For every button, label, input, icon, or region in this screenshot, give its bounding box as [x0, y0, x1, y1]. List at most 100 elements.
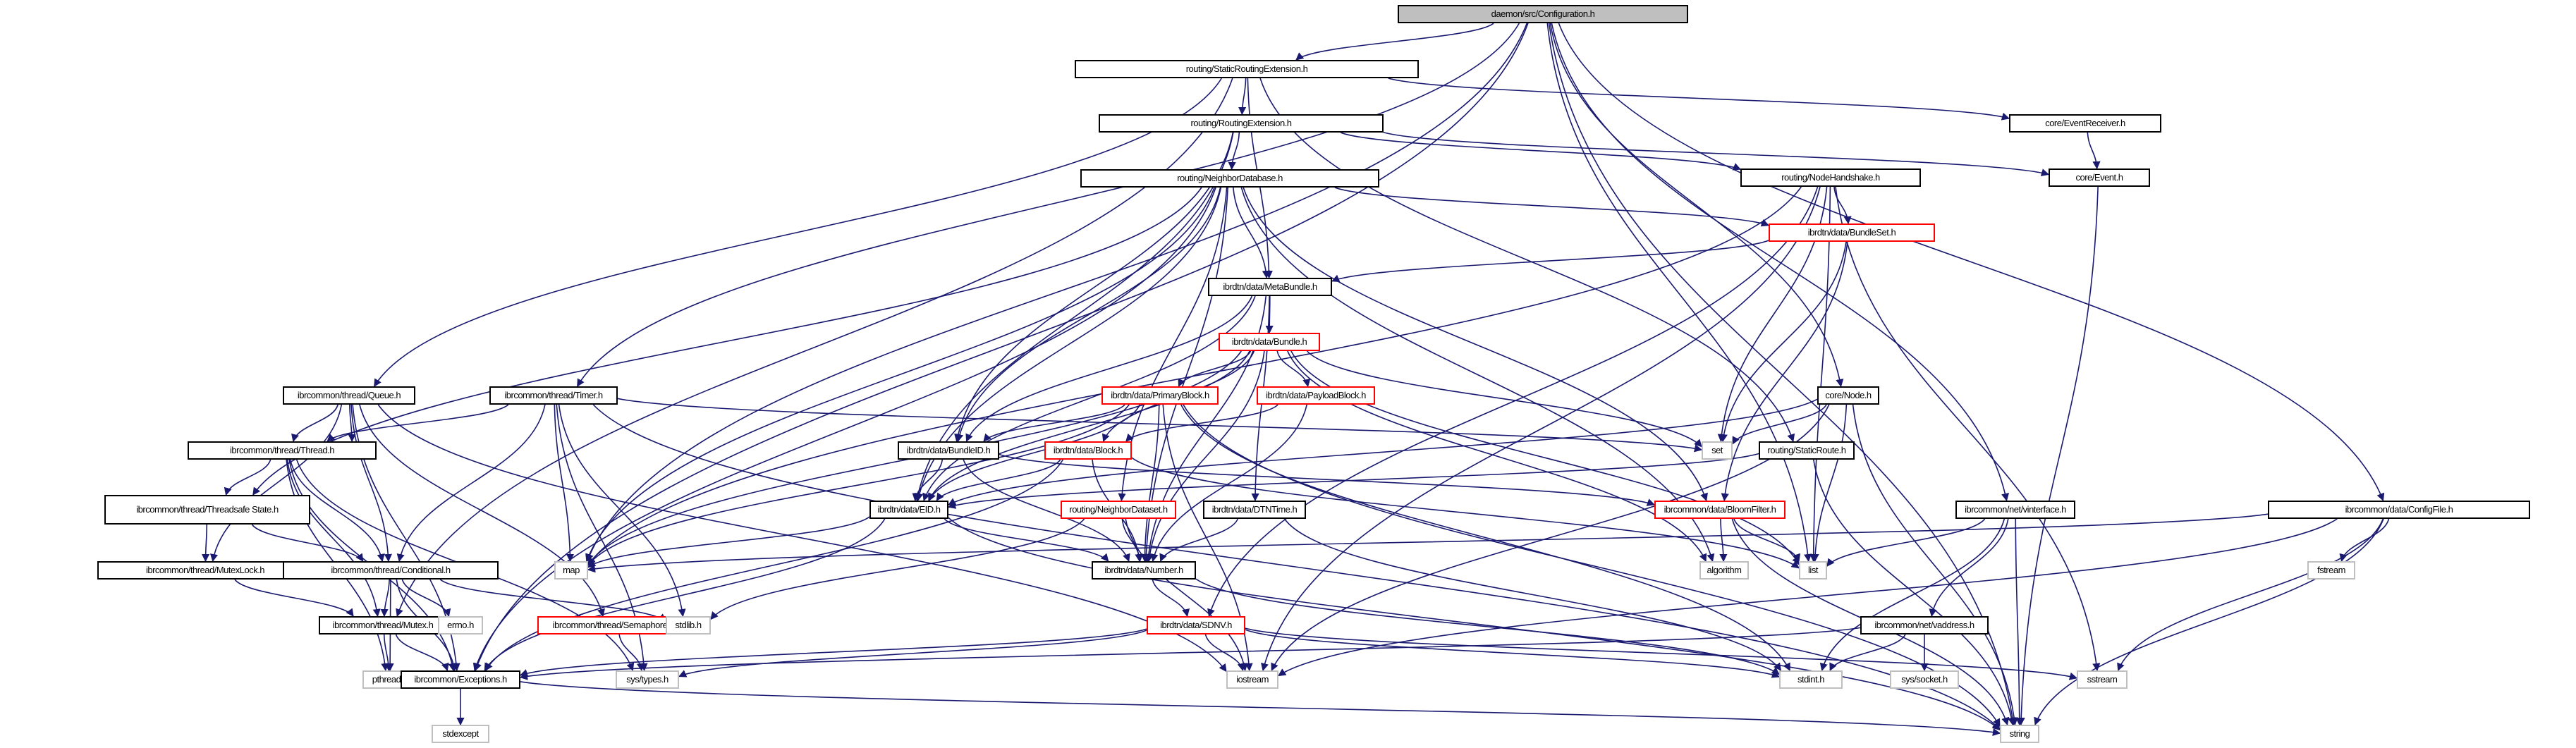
edge-eid-to-exc: [484, 518, 886, 671]
node-payload[interactable]: ibrdtn/data/PayloadBlock.h: [1257, 386, 1375, 405]
edge-re-to-nhs: [1340, 132, 1742, 171]
edge-ndb-to-algorithm: [1240, 187, 1715, 563]
node-bundleid[interactable]: ibrdtn/data/BundleID.h: [898, 441, 999, 460]
node-mutexlock[interactable]: ibrcommon/thread/MutexLock.h: [97, 561, 313, 580]
node-evrecv[interactable]: core/EventReceiver.h: [2009, 114, 2161, 133]
edge-dtntime-to-number: [1159, 518, 1239, 563]
node-nds[interactable]: routing/NeighborDataset.h: [1061, 501, 1176, 519]
node-string: string: [2000, 725, 2039, 743]
node-sstream: sstream: [2077, 670, 2128, 689]
node-set: set: [1702, 441, 1733, 460]
node-config[interactable]: daemon/src/Configuration.h: [1398, 5, 1688, 23]
edge-eid-to-map: [587, 516, 870, 568]
edge-re-to-ndb: [1228, 132, 1240, 171]
edge-ndb-to-tss: [252, 187, 1202, 496]
node-bloom[interactable]: ibrcommon/data/BloomFilter.h: [1654, 501, 1786, 519]
edge-bundleid-to-eid: [912, 459, 944, 502]
edge-queue_h-to-thread: [291, 404, 338, 443]
edge-vif-to-list: [1826, 518, 1986, 567]
edge-node-to-iostream: [1271, 404, 1830, 672]
edge-exc-to-string: [520, 681, 2001, 737]
node-systypes: sys/types.h: [616, 670, 679, 689]
node-ndb[interactable]: routing/NeighborDatabase.h: [1080, 169, 1379, 188]
node-sroute[interactable]: routing/StaticRoute.h: [1759, 441, 1855, 460]
edge-sdnv-to-sstream: [1245, 627, 2078, 680]
node-exc[interactable]: ibrcommon/Exceptions.h: [401, 670, 520, 689]
edge-ndb-to-exc: [472, 187, 1216, 672]
node-block[interactable]: ibrdtn/data/Block.h: [1044, 441, 1132, 460]
edge-bundle-to-number: [1145, 350, 1265, 563]
node-mutex[interactable]: ibrcommon/thread/Mutex.h: [319, 616, 447, 634]
node-node[interactable]: core/Node.h: [1817, 386, 1879, 405]
edge-ndb-to-map: [585, 187, 1215, 563]
edge-config-to-string: [1548, 23, 2017, 726]
node-dtntime[interactable]: ibrdtn/data/DTNTime.h: [1203, 501, 1306, 519]
edge-re-to-event: [1383, 132, 2050, 177]
node-thread[interactable]: ibrcommon/thread/Thread.h: [188, 441, 377, 460]
edge-dtntime-to-stdint: [1283, 518, 1782, 671]
edge-config-to-vif: [1551, 23, 2009, 502]
edge-config-to-timer: [577, 23, 1520, 387]
edge-bundle-to-algorithm: [1287, 350, 1707, 563]
node-queue_h[interactable]: ibrcommon/thread/Queue.h: [283, 386, 415, 405]
edge-meta-to-eid: [922, 295, 1256, 502]
node-bset[interactable]: ibrdtn/data/BundleSet.h: [1769, 223, 1935, 242]
node-vif[interactable]: ibrcommon/net/vinterface.h: [1955, 501, 2075, 519]
edge-event-to-string: [2017, 186, 2099, 726]
node-nhs[interactable]: routing/NodeHandshake.h: [1740, 168, 1921, 187]
edge-bundleid-to-bloom: [999, 453, 1656, 506]
edge-vif-to-vaddr: [1929, 518, 2009, 618]
node-number[interactable]: ibrdtn/data/Number.h: [1092, 561, 1196, 580]
edge-bset-to-meta: [1331, 240, 1769, 283]
edge-nhs-to-sstream: [1835, 186, 2101, 672]
edge-bset-to-set: [1719, 241, 1847, 443]
node-bundle[interactable]: ibrdtn/data/Bundle.h: [1219, 333, 1320, 351]
edge-timer-to-cond: [396, 404, 546, 563]
edge-cfgfile-to-iostream: [1278, 518, 2338, 677]
edge-cfgfile-to-map: [587, 513, 2269, 573]
node-vaddr[interactable]: ibrcommon/net/vaddress.h: [1860, 616, 1989, 634]
edge-nhs-to-list: [1809, 186, 1831, 563]
edge-timer-to-stdlib: [558, 404, 686, 618]
edge-node-to-string: [1852, 404, 2018, 726]
node-sdnv[interactable]: ibrdtn/data/SDNV.h: [1147, 616, 1245, 634]
edge-sroute-to-string: [1812, 459, 2016, 726]
edge-thread-to-tss: [224, 459, 271, 496]
node-meta[interactable]: ibrdtn/data/MetaBundle.h: [1208, 278, 1332, 296]
edge-config-to-sre: [1295, 23, 1494, 61]
edge-nhs-to-map: [587, 186, 1802, 566]
node-primary[interactable]: ibrdtn/data/PrimaryBlock.h: [1101, 386, 1219, 405]
edge-tss-to-cond: [251, 524, 364, 562]
node-fstream: fstream: [2307, 561, 2355, 580]
edge-payload-to-number: [1150, 404, 1307, 563]
edge-evrecv-to-event: [2087, 132, 2101, 170]
node-eid[interactable]: ibrdtn/data/EID.h: [869, 501, 948, 519]
edge-sre-to-sroute: [1259, 78, 1795, 443]
edge-nds-to-iostream: [1125, 518, 1248, 672]
edge-bundle-to-payload: [1276, 350, 1311, 388]
edge-payload-to-block: [1125, 404, 1278, 442]
edge-eid-to-string: [948, 517, 2001, 731]
node-sre[interactable]: routing/StaticRoutingExtension.h: [1075, 60, 1419, 78]
node-event[interactable]: core/Event.h: [2049, 168, 2150, 187]
edge-sema-to-systypes: [618, 634, 645, 672]
edge-bundle-to-set: [1307, 350, 1702, 448]
node-cond[interactable]: ibrcommon/thread/Conditional.h: [283, 561, 499, 580]
node-timer[interactable]: ibrcommon/thread/Timer.h: [489, 386, 618, 405]
edge-eid-to-number: [944, 518, 1109, 562]
node-tss[interactable]: ibrcommon/thread/Threadsafe State.h: [104, 495, 310, 525]
edge-cfgfile-to-sstream: [2117, 518, 2384, 672]
edge-vaddr-to-stdint: [1829, 634, 1906, 672]
edge-timer-to-set: [617, 398, 1703, 453]
edge-timer-to-thread: [326, 404, 509, 442]
edge-vaddr-to-exc: [519, 627, 1861, 680]
edge-mutexlock-to-mutex: [234, 579, 354, 617]
edge-timer-to-string: [592, 404, 2001, 730]
edge-ndb-to-number: [1142, 187, 1228, 563]
edge-block-to-eid: [936, 459, 1061, 501]
node-cfgfile[interactable]: ibrcommon/data/ConfigFile.h: [2268, 501, 2530, 519]
node-re[interactable]: routing/RoutingExtension.h: [1099, 114, 1384, 133]
node-map: map: [554, 561, 588, 580]
node-stdlib: stdlib.h: [666, 616, 711, 634]
edge-bloom-to-list: [1733, 518, 1801, 563]
